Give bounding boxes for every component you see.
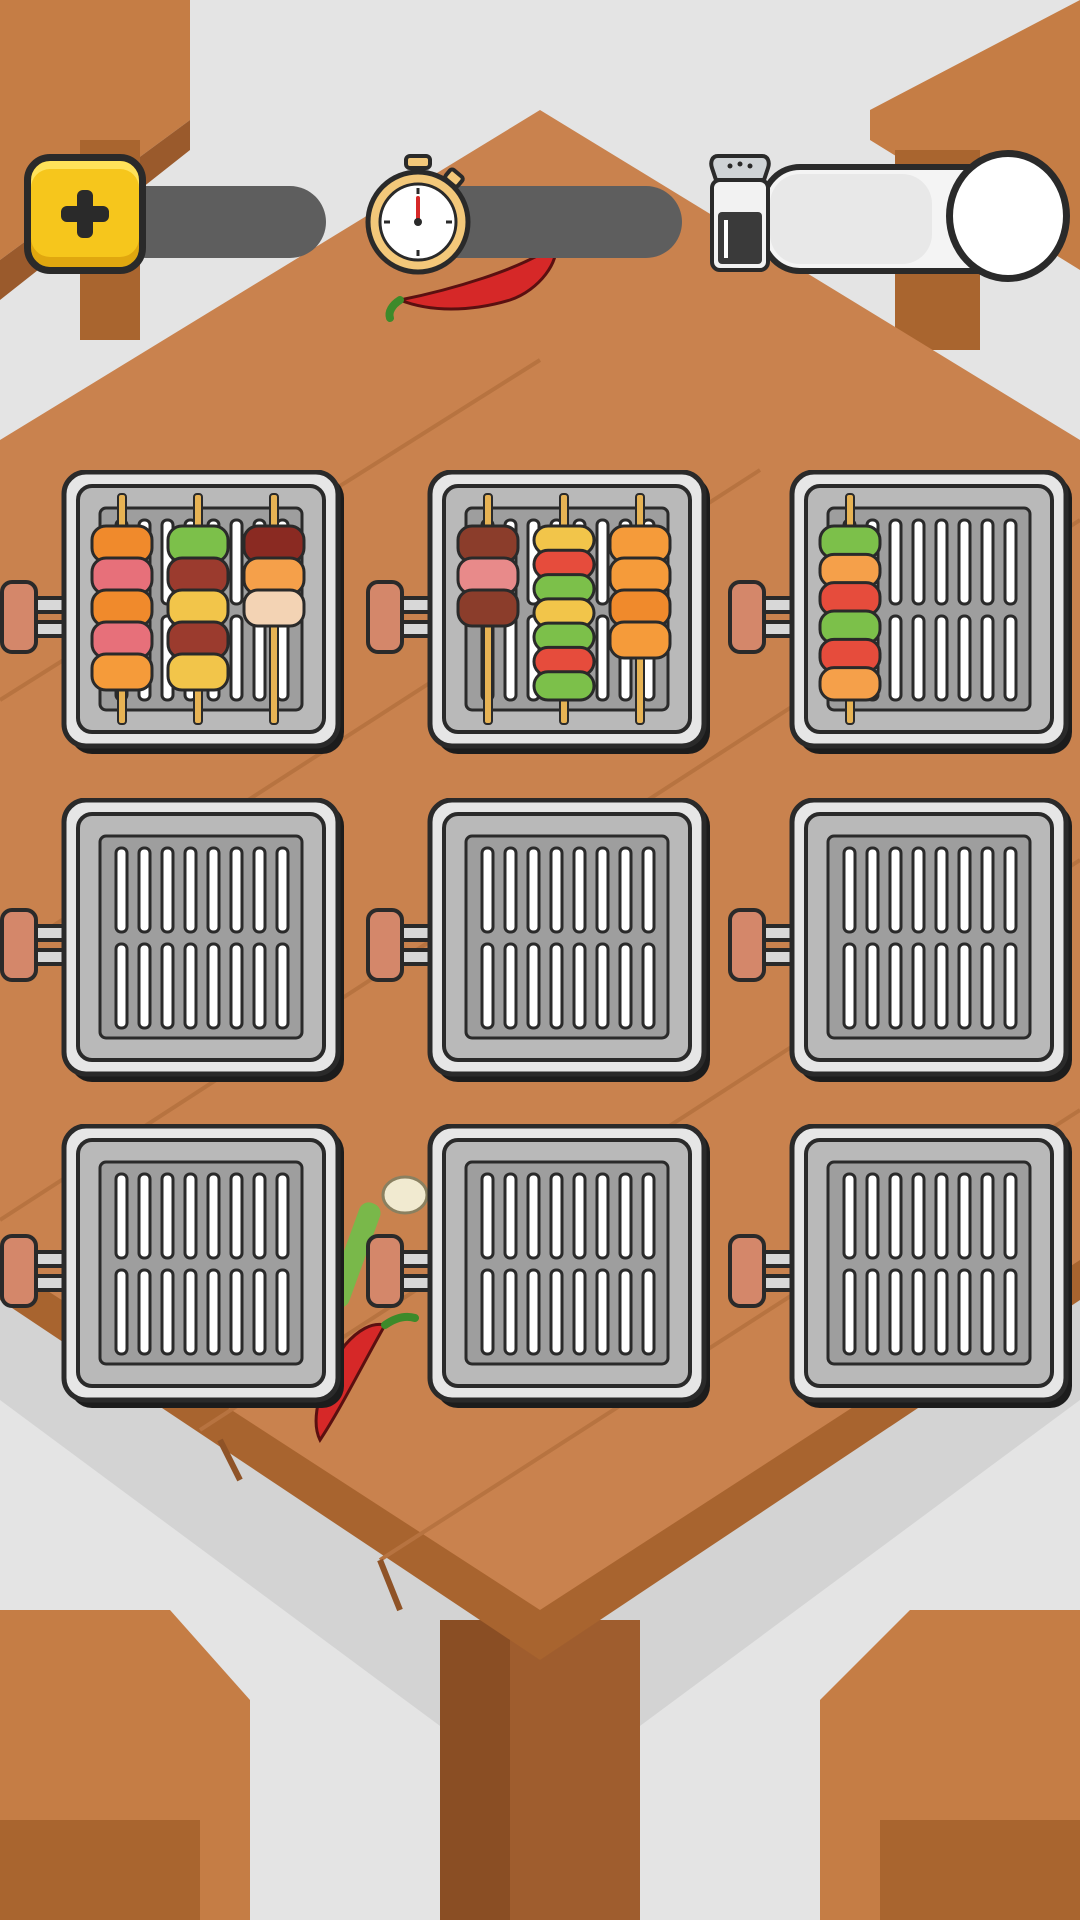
grill-r2-c2[interactable] xyxy=(366,798,716,1088)
skewer[interactable] xyxy=(456,493,520,725)
grill-r1-c2[interactable] xyxy=(366,470,716,760)
skewer[interactable] xyxy=(532,493,596,725)
stopwatch-icon xyxy=(362,152,474,278)
chili-pepper-decor-2 xyxy=(314,1312,419,1443)
grill-handle[interactable] xyxy=(728,580,800,654)
food-piece xyxy=(456,588,520,628)
grill-r1-c3[interactable] xyxy=(728,470,1078,760)
grill-r2-c1[interactable] xyxy=(0,798,350,1088)
food-piece xyxy=(608,620,672,660)
grill-r1-c1[interactable] xyxy=(0,470,350,760)
boost-bar xyxy=(110,186,326,258)
food-piece xyxy=(818,666,882,702)
grill-handle[interactable] xyxy=(728,908,800,982)
skewer[interactable] xyxy=(242,493,306,725)
stool-bottom-left xyxy=(0,1610,250,1920)
add-boost-button[interactable] xyxy=(24,154,146,274)
grill-handle[interactable] xyxy=(728,1234,800,1308)
food-piece xyxy=(166,652,230,692)
chili-pepper-decor xyxy=(385,242,558,322)
food-piece xyxy=(532,670,596,702)
seasoning-fill xyxy=(770,174,932,264)
skewer[interactable] xyxy=(90,493,154,725)
skewer[interactable] xyxy=(818,493,882,725)
grill-handle[interactable] xyxy=(0,908,72,982)
salt-shaker-icon xyxy=(704,150,776,276)
grill-r3-c2[interactable] xyxy=(366,1124,716,1414)
top-hud xyxy=(0,0,1080,300)
stool-bottom-right xyxy=(820,1610,1080,1920)
food-piece xyxy=(242,588,306,628)
grill-r3-c3[interactable] xyxy=(728,1124,1078,1414)
grill-r2-c3[interactable] xyxy=(728,798,1078,1088)
skewer[interactable] xyxy=(608,493,672,725)
grill-handle[interactable] xyxy=(366,908,438,982)
grill-handle[interactable] xyxy=(0,580,72,654)
grill-r3-c1[interactable] xyxy=(0,1124,350,1414)
seasoning-knob[interactable] xyxy=(946,150,1070,282)
grill-handle[interactable] xyxy=(366,580,438,654)
skewer[interactable] xyxy=(166,493,230,725)
plus-icon xyxy=(31,161,139,267)
food-piece xyxy=(90,652,154,692)
grill-handle[interactable] xyxy=(366,1234,438,1308)
grill-handle[interactable] xyxy=(0,1234,72,1308)
